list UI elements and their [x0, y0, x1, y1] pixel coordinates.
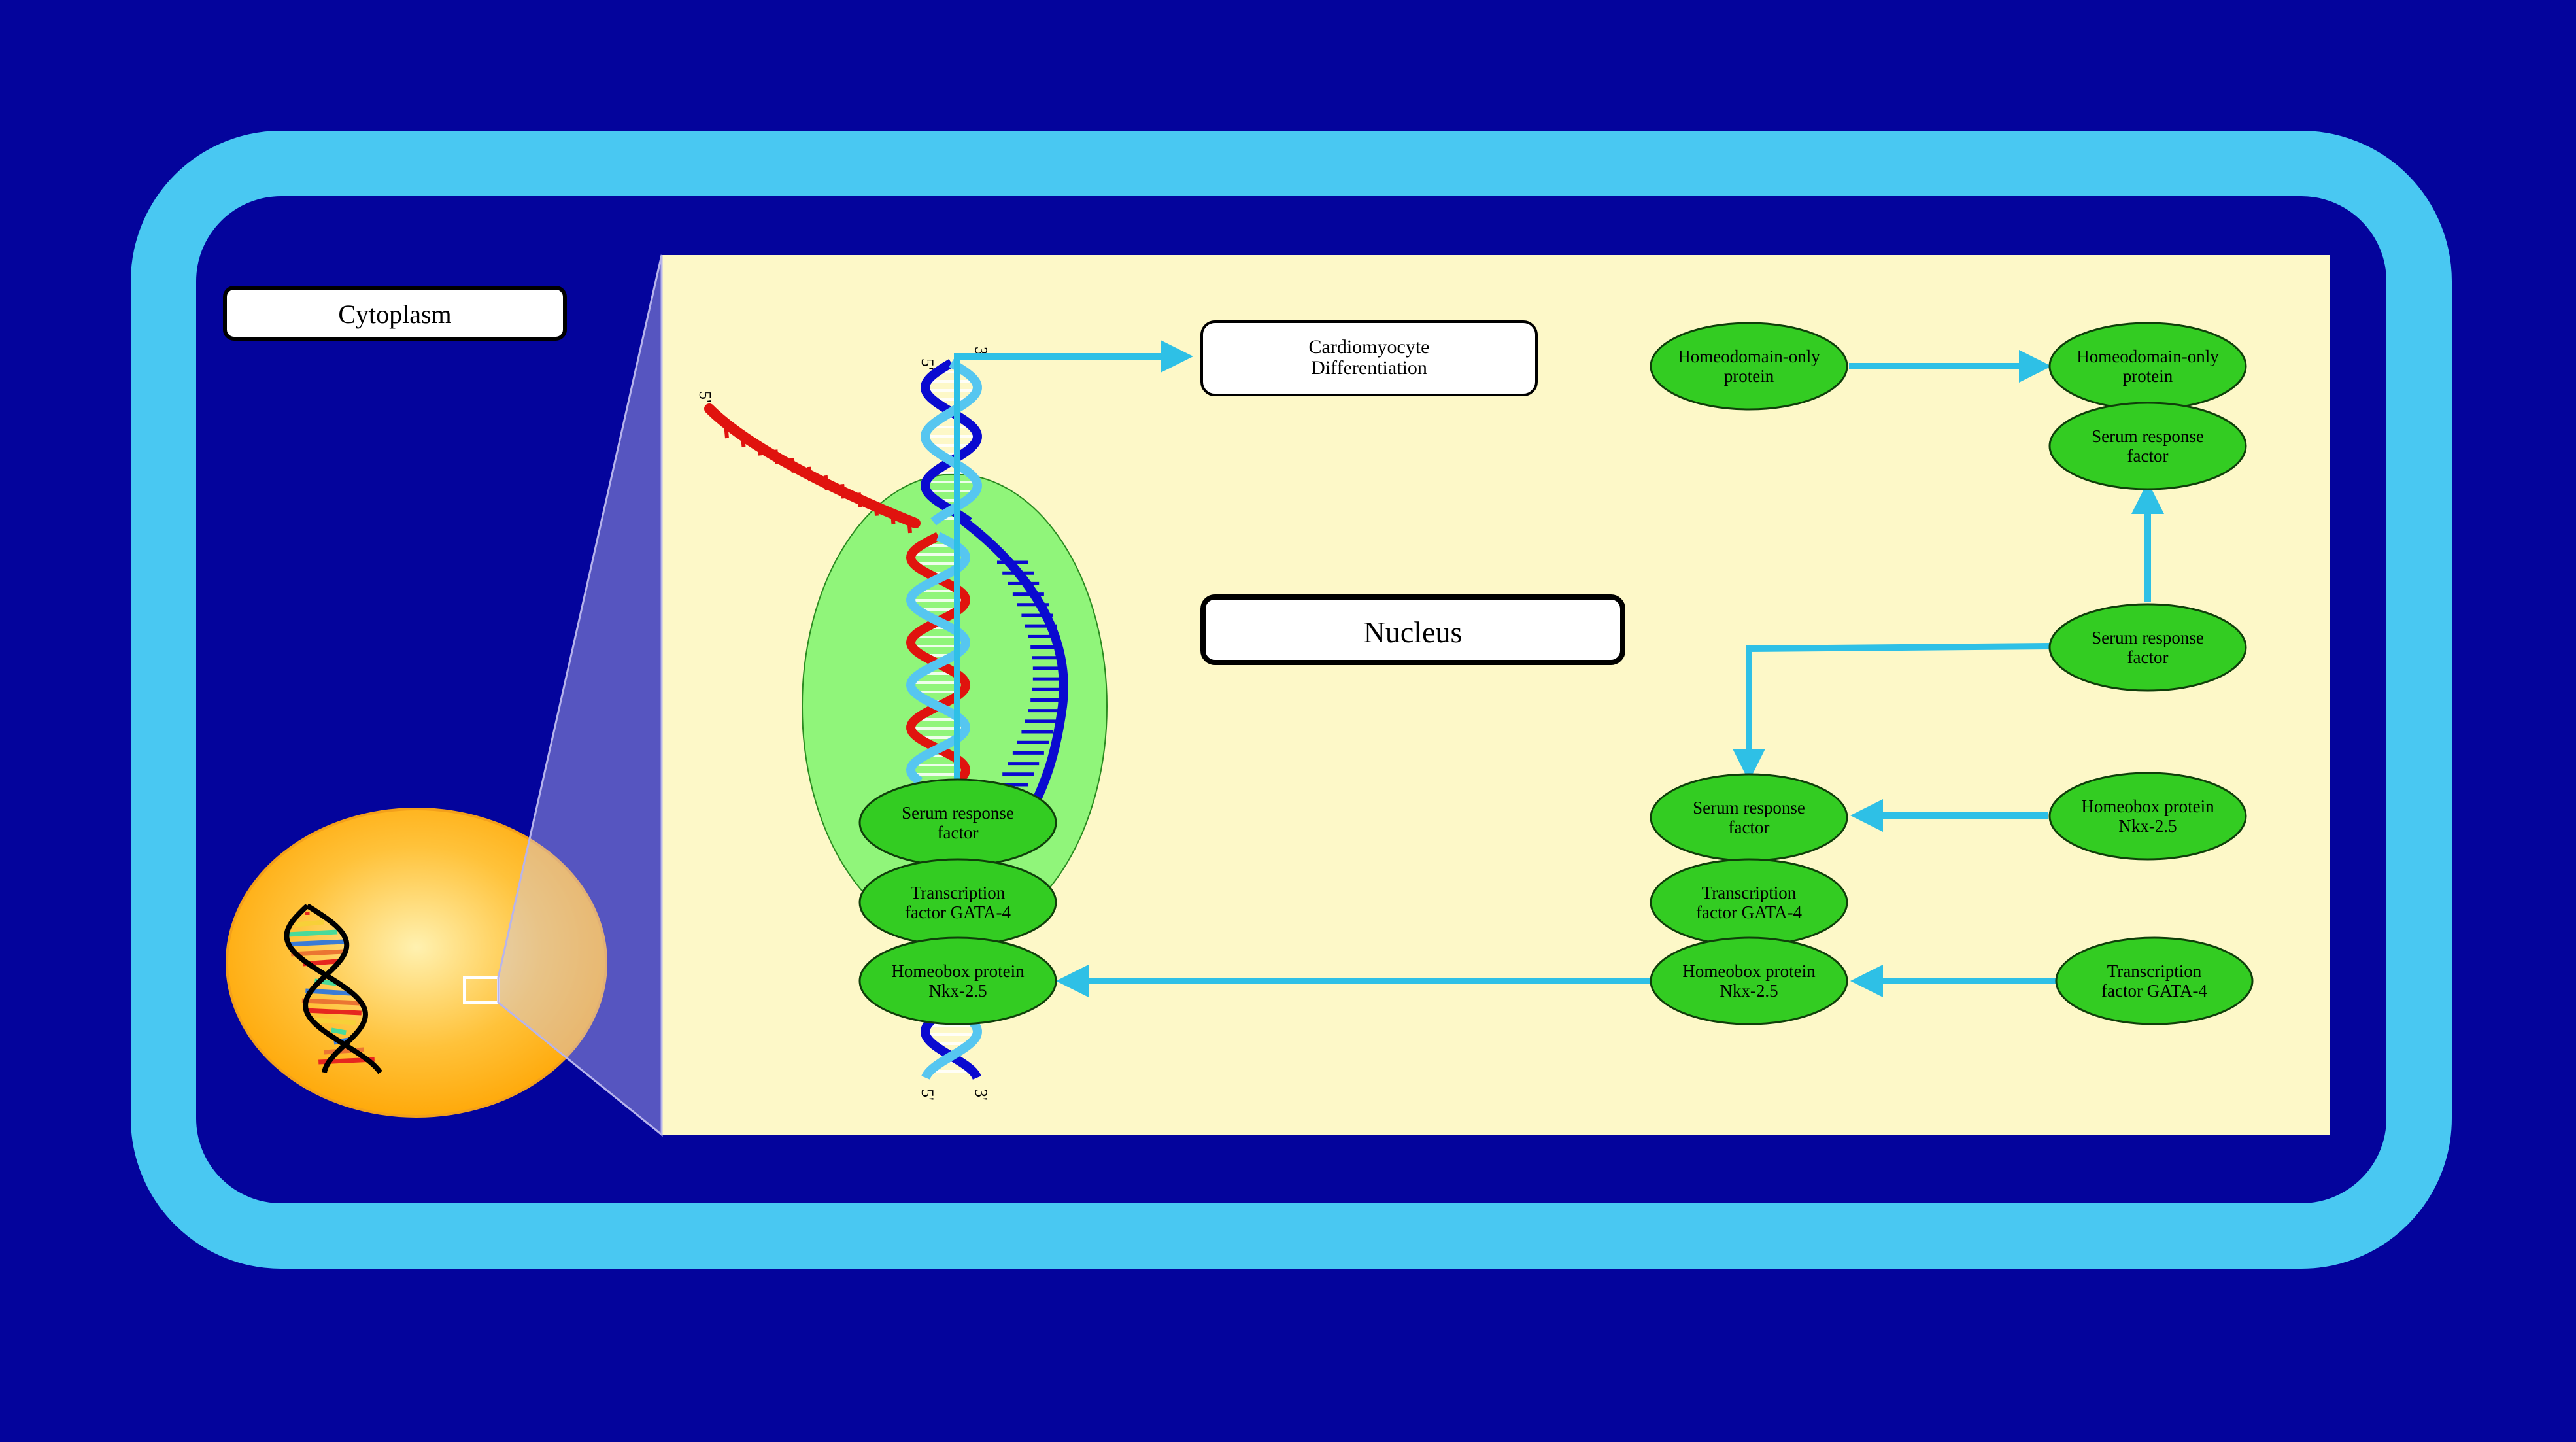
- outcome-line-2: Differentiation: [1311, 357, 1427, 379]
- protein-label-line: Homeobox protein: [891, 961, 1025, 981]
- protein-label-line: Homeobox protein: [1682, 961, 1816, 981]
- rna-base: [856, 492, 862, 507]
- protein-label-line: factor GATA-4: [2101, 981, 2208, 1001]
- chromosome-base: [291, 949, 345, 957]
- dna-rna-hybrid: [906, 532, 971, 785]
- protein-label-line: protein: [1724, 366, 1774, 386]
- arrows: [954, 340, 2164, 997]
- chromosome-base: [287, 929, 338, 937]
- protein-label-line: protein: [2123, 366, 2173, 386]
- chromosome-base: [295, 919, 325, 927]
- protein-shape: [2048, 603, 2247, 692]
- rna-base: [740, 432, 746, 447]
- strand-end-top-5: 5': [918, 358, 937, 370]
- protein-shape: [2048, 402, 2247, 490]
- protein-label-line: Homeodomain-only: [1678, 347, 1820, 366]
- chromosome-base: [285, 939, 345, 947]
- rna-base: [756, 441, 762, 456]
- arrow-srf-to-mid-complex: [1733, 643, 2050, 781]
- nucleus-text: Nucleus: [1364, 615, 1463, 649]
- protein-shape: [858, 936, 1057, 1025]
- rna-base: [790, 458, 796, 473]
- rna-base: [890, 509, 896, 525]
- protein-label-line: Transcription: [1702, 883, 1797, 902]
- rna-backbone: [704, 403, 921, 528]
- proteins: Serum responsefactorTranscriptionfactor …: [858, 322, 2254, 1025]
- rna-base: [907, 518, 912, 534]
- protein-shape: [1650, 936, 1848, 1025]
- protein-shape: [1650, 322, 1848, 411]
- backbone-strand: [921, 358, 982, 526]
- arrow-complex-to-differentiation: [954, 340, 1193, 780]
- protein-label-line: Transcription: [2107, 961, 2202, 981]
- protein-label-line: Serum response: [2092, 628, 2204, 647]
- protein-label-line: factor: [1729, 817, 1770, 837]
- backbone-strand: [921, 358, 982, 526]
- protein-shape: [2055, 936, 2254, 1025]
- chromosome-dna-icon: [284, 903, 382, 1074]
- outcome-line-1: Cardiomyocyte: [1309, 336, 1430, 358]
- cytoplasm-label: Cytoplasm: [223, 286, 567, 341]
- protein-shape: [2048, 772, 2247, 861]
- protein-label-line: Nkx-2.5: [1720, 981, 1778, 1001]
- chromosome-base: [315, 1018, 357, 1025]
- protein-label-line: Homeodomain-only: [2076, 347, 2219, 366]
- protein-label-line: Nkx-2.5: [2118, 816, 2177, 836]
- chromosome-base: [301, 998, 360, 1006]
- protein-label-line: Nkx-2.5: [928, 981, 987, 1001]
- rna-base: [873, 501, 879, 516]
- protein-label-line: factor: [2127, 446, 2169, 466]
- strand-end-bottom-5: 5': [918, 1089, 937, 1101]
- backbone-strand: [906, 532, 971, 785]
- displaced-dna-strand: [955, 513, 1068, 803]
- protein-label-line: factor: [938, 823, 979, 842]
- protein-label-line: Serum response: [1693, 798, 1805, 817]
- chromosome-base: [331, 1027, 347, 1035]
- strand-end-bottom-3: 3': [972, 1089, 991, 1101]
- protein-label-line: Serum response: [902, 803, 1014, 823]
- protein-label-line: Homeobox protein: [2081, 797, 2214, 816]
- chromosome-backbone: [284, 904, 368, 1073]
- protein-label-line: factor GATA-4: [1696, 902, 1803, 922]
- protein-label-line: factor GATA-4: [905, 902, 1011, 922]
- chromosome-base: [305, 1008, 362, 1016]
- dna-top-segment: [921, 358, 982, 526]
- strand-end-rna-5: 5': [696, 391, 715, 403]
- protein-label-line: factor: [2127, 647, 2169, 667]
- nucleus-label: Nucleus: [1200, 594, 1625, 665]
- rna-base: [823, 475, 829, 490]
- rna-base: [773, 449, 779, 464]
- protein-label-line: Transcription: [911, 883, 1006, 902]
- rna-transcript: [704, 403, 921, 534]
- rna-base: [840, 484, 846, 499]
- rna-base: [807, 466, 813, 482]
- cytoplasm-text: Cytoplasm: [338, 300, 451, 329]
- protein-label-line: Serum response: [2092, 426, 2204, 446]
- nucleus-cell: [226, 808, 607, 1118]
- outcome-label: Cardiomyocyte Differentiation: [1200, 320, 1538, 396]
- rna-base: [724, 423, 729, 439]
- zoom-projection: [497, 254, 663, 1137]
- dna-helix: [704, 358, 1068, 1080]
